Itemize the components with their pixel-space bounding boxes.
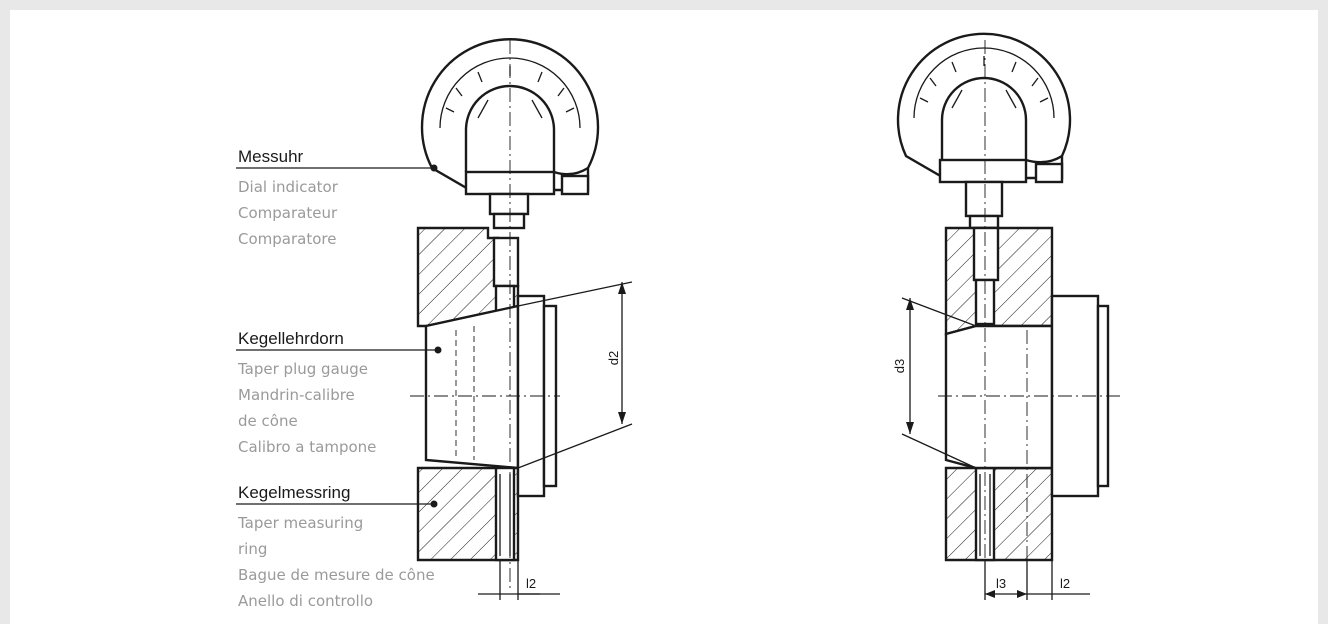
svg-text:Bague de mesure de cône: Bague de mesure de cône xyxy=(238,566,435,584)
dim-label-l3: l3 xyxy=(996,576,1006,591)
kegelmessring-title: Kegelmessring xyxy=(238,483,350,502)
dim-label-d3: d3 xyxy=(892,359,907,373)
left-assembly: d2 l2 xyxy=(410,38,633,600)
technical-drawing: d2 l2 Messuhr Dial indicator Comparateur… xyxy=(236,32,1120,610)
svg-text:de cône: de cône xyxy=(238,412,298,430)
dim-label-d2: d2 xyxy=(606,351,621,365)
svg-text:Dial indicator: Dial indicator xyxy=(238,178,339,196)
svg-text:Comparatore: Comparatore xyxy=(238,230,336,248)
taper-measuring-ring-left xyxy=(416,226,520,562)
label-kegellehrdorn: Kegellehrdorn Taper plug gauge Mandrin-c… xyxy=(236,329,442,456)
dim-l2-left: l2 xyxy=(478,560,560,600)
svg-text:Taper plug gauge: Taper plug gauge xyxy=(237,360,368,378)
svg-text:ring: ring xyxy=(238,540,267,558)
svg-text:Mandrin-calibre: Mandrin-calibre xyxy=(238,386,355,404)
taper-plug-gauge-left xyxy=(424,304,520,470)
dial-indicator-right xyxy=(896,32,1072,230)
dim-l3-l2-right: l3 l2 xyxy=(984,560,1090,600)
right-assembly: d3 l3 l2 xyxy=(892,32,1120,600)
dim-label-l2-right: l2 xyxy=(1060,576,1070,591)
taper-plug-gauge-right xyxy=(944,324,1054,470)
label-messuhr: Messuhr Dial indicator Comparateur Compa… xyxy=(236,147,438,248)
taper-measuring-ring-right xyxy=(944,226,1054,562)
dim-label-l2-left: l2 xyxy=(526,576,536,591)
svg-text:Anello di controllo: Anello di controllo xyxy=(238,592,373,610)
dim-d3: d3 xyxy=(892,297,977,469)
kegellehrdorn-title: Kegellehrdorn xyxy=(238,329,344,348)
figure-frame: d2 l2 Messuhr Dial indicator Comparateur… xyxy=(10,10,1318,624)
svg-text:Taper measuring: Taper measuring xyxy=(237,514,363,532)
svg-text:Calibro a tampone: Calibro a tampone xyxy=(238,438,376,456)
dim-d2: d2 xyxy=(517,281,633,469)
label-kegelmessring: Kegelmessring Taper measuring ring Bague… xyxy=(236,483,438,610)
svg-text:Comparateur: Comparateur xyxy=(238,204,338,222)
messuhr-title: Messuhr xyxy=(238,147,304,166)
